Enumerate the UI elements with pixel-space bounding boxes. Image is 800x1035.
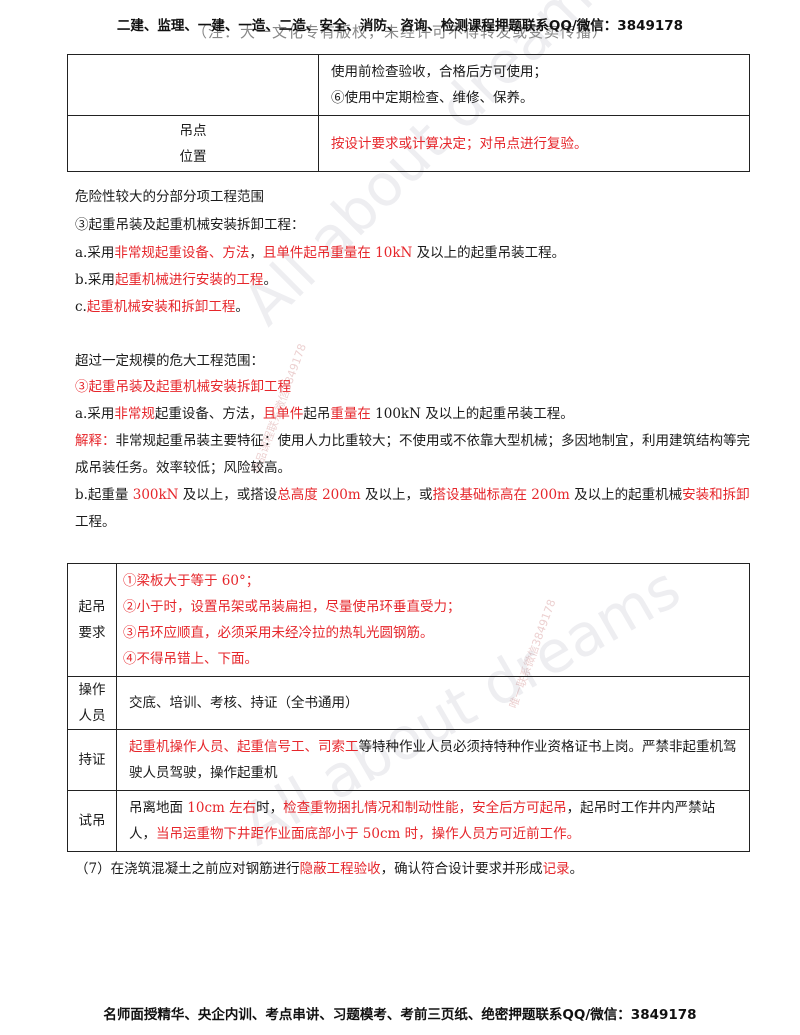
- highlight-text: 起重机械进行安装的工程: [114, 272, 264, 288]
- row-label: 人员: [78, 708, 106, 724]
- text-run: b.采用: [75, 272, 115, 288]
- row-label: 位置: [179, 148, 207, 165]
- list-item: a.采用非常规起重设备、方法，且单件起吊重量在 100kN 及以上的起重吊装工程…: [75, 401, 750, 428]
- list-item: a.采用非常规起重设备、方法，且单件起吊重量在 10kN 及以上的起重吊装工程。: [75, 240, 750, 267]
- footer-contact: 名师面授精华、央企内训、考点串讲、习题模考、考前三页纸、绝密押题联系QQ/微信：…: [103, 1007, 697, 1023]
- highlight-text: 300kN: [132, 487, 179, 503]
- header-contact: 二建、监理、一建、一造、二造、安全、消防、咨询、检测课程押题联系QQ/微信：38…: [116, 18, 684, 34]
- highlight-text: 安装和拆卸: [682, 487, 750, 503]
- section-title: 超过一定规模的危大工程范围：: [75, 353, 264, 369]
- row-label: 吊点: [179, 122, 207, 139]
- row-label: 起吊: [78, 599, 106, 615]
- lifting-point-content: 按设计要求或计算决定；对吊点进行复验。: [318, 115, 750, 172]
- text-run: 。: [263, 272, 277, 288]
- highlight-text: 搭设基础标高在 200m: [432, 487, 570, 503]
- paragraph-item-7: （7）在浇筑混凝土之前应对钢筋进行隐蔽工程验收，确认符合设计要求并形成记录。: [75, 856, 750, 883]
- text-run: 时，: [256, 800, 284, 816]
- table-row: 持证 起重机操作人员、起重信号工、司索工等特种作业人员必须持特种作业资格证书上岗…: [67, 729, 750, 791]
- highlight-text: 非常规起重设备、方法: [114, 245, 250, 261]
- section-title: 危险性较大的分部分项工程范围: [75, 189, 264, 205]
- certification-cell: 起重机操作人员、起重信号工、司索工等特种作业人员必须持特种作业资格证书上岗。严禁…: [116, 729, 750, 791]
- requirement-item: ④不得吊错上、下面。: [123, 651, 258, 667]
- highlight-text: 记录: [542, 861, 570, 877]
- requirement-item: ①梁板大于等于 60°；: [123, 573, 260, 589]
- table-label-cell: 试吊: [67, 790, 117, 852]
- table-text-line: ⑥使用中定期检查、维修、保养。: [331, 90, 534, 106]
- highlight-text: 非常规: [114, 406, 155, 422]
- highlight-text: 且单件: [262, 406, 304, 422]
- text-run: 100kN 及以上的起重吊装工程。: [375, 406, 574, 422]
- highlight-text: 解释：: [75, 433, 116, 449]
- table-label-cell: 起吊 要求: [67, 563, 117, 677]
- section-subtitle: ③起重吊装及起重机械安装拆卸工程：: [75, 217, 305, 233]
- explanation-paragraph: 解释：非常规起重吊装主要特征：使用人力比重较大；不使用或不依靠大型机械；多因地制…: [75, 428, 750, 482]
- text-run: ，确认符合设计要求并形成: [380, 861, 543, 877]
- text-run: 及以上，或: [364, 487, 433, 503]
- text-run: ，起吊时工作井内严禁站人，: [129, 800, 716, 842]
- highlight-text: 重量在: [330, 406, 371, 422]
- list-item: b.起重量 300kN 及以上，或搭设总高度 200m 及以上，或搭设基础标高在…: [75, 482, 750, 536]
- requirement-item: ②小于时，设置吊架或吊装扁担，尽量使吊环垂直受力；: [123, 599, 461, 615]
- lifting-table-top: 使用前检查验收，合格后方可使用； ⑥使用中定期检查、维修、保养。 吊点 位置 按…: [67, 54, 750, 172]
- text-run: 非常规起重吊装主要特征：使用人力比重较大；不使用或不依靠大型机械；多因地制宜，利…: [75, 433, 750, 476]
- text-run: 起吊: [303, 406, 331, 422]
- highlight-text: 10cm 左右: [187, 800, 257, 816]
- text-run: 起重设备、方法，: [154, 406, 263, 422]
- text-run: 。: [569, 861, 584, 877]
- table-row: 吊点 位置 按设计要求或计算决定；对吊点进行复验。: [67, 115, 750, 172]
- table-row: 使用前检查验收，合格后方可使用； ⑥使用中定期检查、维修、保养。: [67, 54, 750, 116]
- text-run: ，: [249, 245, 263, 261]
- table-row: 试吊 吊离地面 10cm 左右时，检查重物捆扎情况和制动性能，安全后方可起吊，起…: [67, 790, 750, 852]
- highlight-text: 起重机械安装和拆卸工程: [86, 299, 236, 315]
- requirement-item: ③吊环应顺直，必须采用未经冷拉的热轧光圆钢筋。: [123, 625, 434, 641]
- highlight-text: 隐蔽工程验收: [299, 861, 381, 877]
- operators-cell: 交底、培训、考核、持证（全书通用）: [116, 676, 750, 730]
- row-label: 操作: [78, 682, 106, 698]
- row-label: 要求: [78, 625, 106, 641]
- text-run: 工程。: [75, 514, 116, 530]
- text-run: 等特种作业人员必须持特种作业资格证书上岗。严禁非起重机驾驶人员驾驶，操作起重机: [129, 739, 737, 781]
- text-run: 。: [235, 299, 249, 315]
- text-run: c.: [75, 299, 87, 315]
- highlight-text: 10kN: [375, 245, 413, 261]
- table-row: 操作 人员 交底、培训、考核、持证（全书通用）: [67, 676, 750, 730]
- text-run: a.采用: [75, 245, 115, 261]
- table-label-cell: 操作 人员: [67, 676, 117, 730]
- list-item: b.采用起重机械进行安装的工程。: [75, 267, 750, 294]
- list-item: c.起重机械安装和拆卸工程。: [75, 294, 750, 321]
- text-run: a.采用: [75, 406, 115, 422]
- table-text-line: 使用前检查验收，合格后方可使用；: [331, 64, 547, 80]
- highlight-text: 检查重物捆扎情况和制动性能，安全后方可起吊: [283, 800, 567, 816]
- text-run: 及以上，或搭设: [182, 487, 278, 503]
- table-label-cell: 吊点 位置: [67, 115, 319, 172]
- highlight-text: 总高度 200m: [277, 487, 361, 503]
- table-label-cell: 持证: [67, 729, 117, 791]
- text-run: （7）在浇筑混凝土之前应对钢筋进行: [75, 861, 300, 877]
- copyright-notice: （注：大一文化专有版权，未经许可不得转发或变卖传播）: [191, 23, 608, 41]
- text-run: 吊离地面: [129, 800, 188, 816]
- table-cell-empty: [67, 54, 319, 116]
- highlight-text: 当吊运重物下井距作业面底部小于 50cm 时，操作人员方可近前工作。: [156, 826, 581, 842]
- table-row: 起吊 要求 ①梁板大于等于 60°； ②小于时，设置吊架或吊装扁担，尽量使吊环垂…: [67, 563, 750, 677]
- highlight-text: 且单件起吊重量在: [262, 245, 371, 261]
- trial-lift-cell: 吊离地面 10cm 左右时，检查重物捆扎情况和制动性能，安全后方可起吊，起吊时工…: [116, 790, 750, 852]
- text-run: 及以上的起重机械: [574, 487, 683, 503]
- lifting-requirements-table: 起吊 要求 ①梁板大于等于 60°； ②小于时，设置吊架或吊装扁担，尽量使吊环垂…: [67, 563, 750, 852]
- table-cell: 使用前检查验收，合格后方可使用； ⑥使用中定期检查、维修、保养。: [318, 54, 750, 116]
- requirements-cell: ①梁板大于等于 60°； ②小于时，设置吊架或吊装扁担，尽量使吊环垂直受力； ③…: [116, 563, 750, 677]
- highlight-text: 起重机操作人员、起重信号工、司索工: [129, 739, 359, 755]
- text-run: b.起重量: [75, 487, 129, 503]
- text-run: 及以上的起重吊装工程。: [416, 245, 566, 261]
- section-subtitle: ③起重吊装及起重机械安装拆卸工程: [75, 379, 291, 395]
